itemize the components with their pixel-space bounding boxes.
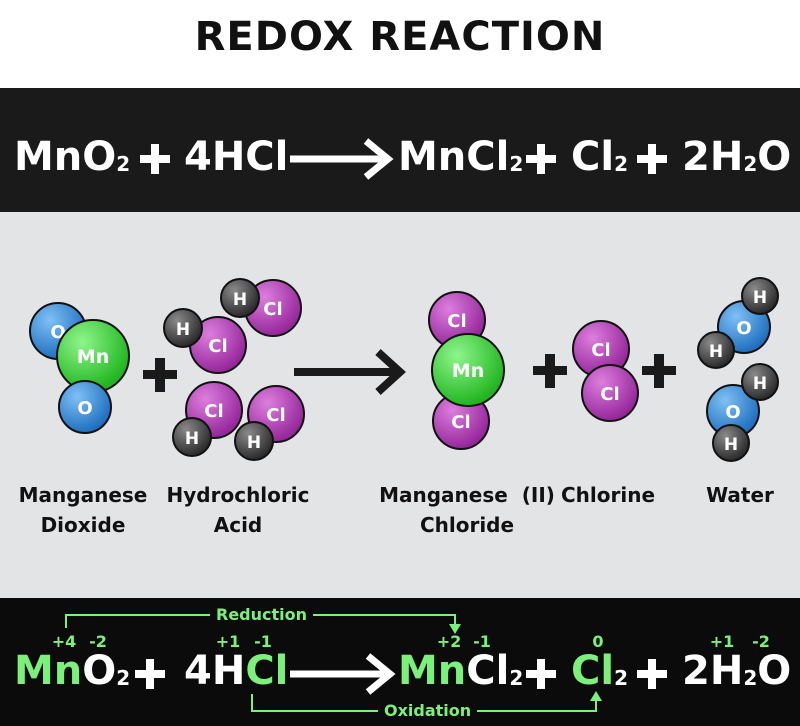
svg-text:H: H — [753, 288, 767, 308]
svg-text:Cl: Cl — [208, 336, 227, 357]
svg-text:O: O — [77, 398, 92, 419]
hydrogen-atom: H — [741, 277, 779, 315]
water-molecule: O H H — [697, 277, 779, 369]
plus-icon — [637, 144, 667, 174]
svg-text:H: H — [724, 435, 738, 455]
water-molecule: O H H — [706, 363, 779, 462]
label-manganese-chloride: Manganese (II)Chloride — [379, 483, 555, 537]
cl2-molecule: Cl Cl — [572, 320, 639, 422]
arrow-right-icon — [294, 349, 406, 395]
hcl-molecule: Cl H — [172, 381, 243, 457]
page-title: REDOX REACTION — [194, 14, 606, 60]
svg-text:Mn: Mn — [452, 360, 484, 382]
svg-text:H: H — [233, 290, 247, 310]
svg-text:O: O — [736, 318, 751, 339]
svg-text:O: O — [725, 402, 740, 423]
chlorine-atom: Cl — [432, 392, 490, 450]
svg-text:Cl: Cl — [263, 299, 282, 320]
plus-icon — [143, 358, 177, 392]
oxygen-atom: O — [58, 380, 112, 434]
arrow-right-icon — [290, 138, 394, 180]
hydrogen-atom: H — [220, 278, 260, 318]
redox-eq-cl2: Cl2 — [571, 648, 628, 694]
eq-mno2: MnO2 — [14, 134, 131, 180]
svg-text:Cl: Cl — [266, 405, 285, 426]
svg-text:Cl: Cl — [451, 412, 470, 433]
label-water: Water — [706, 483, 774, 507]
svg-text:Cl: Cl — [600, 384, 619, 405]
ox-state-o-right: -2 — [752, 632, 770, 651]
redox-eq-2h2o: 2H2O — [682, 648, 792, 694]
top-equation-band — [0, 88, 800, 212]
redox-eq-mno2: MnO2 — [14, 648, 131, 694]
manganese-atom: Mn — [56, 319, 130, 393]
redox-eq-mncl2: MnCl2 — [398, 648, 524, 694]
ox-state-cl-left: -1 — [254, 632, 272, 651]
oxygen-atom: O — [706, 384, 760, 438]
plus-icon — [526, 144, 556, 174]
hcl-molecule: Cl H — [234, 385, 305, 461]
svg-text:H: H — [709, 342, 723, 362]
ox-state-mn-left: +4 — [51, 632, 77, 651]
ox-state-mn-right: +2 — [436, 632, 462, 651]
ox-state-cl-right: -1 — [473, 632, 491, 651]
mno2-molecule: O Mn O — [29, 302, 130, 434]
hcl-molecule: Cl H — [163, 308, 247, 374]
eq-cl2: Cl2 — [571, 134, 628, 180]
plus-icon — [642, 354, 676, 388]
oxidation-label: Oxidation — [378, 701, 478, 720]
plus-icon — [533, 354, 567, 388]
ox-state-h-right: +1 — [709, 632, 735, 651]
eq-4hcl: 4HCl — [184, 134, 289, 180]
svg-text:Cl: Cl — [204, 401, 223, 422]
hydrogen-atom: H — [163, 308, 203, 348]
label-chlorine: Chlorine — [560, 483, 656, 507]
eq-2h2o: 2H2O — [682, 134, 792, 180]
reduction-arrowhead-icon — [449, 624, 461, 634]
svg-text:Cl: Cl — [447, 311, 466, 332]
ox-state-o-left: -2 — [89, 632, 107, 651]
hydrogen-atom: H — [697, 331, 735, 369]
hydrogen-atom: H — [172, 417, 212, 457]
hydrogen-atom: H — [741, 363, 779, 401]
plus-icon — [135, 659, 165, 689]
ox-state-h-left: +1 — [215, 632, 241, 651]
molecule-panel — [0, 212, 800, 598]
hydrogen-atom: H — [234, 421, 274, 461]
plus-icon — [140, 144, 170, 174]
svg-text:H: H — [176, 320, 190, 340]
redox-eq-4hcl: 4HCl — [184, 648, 289, 694]
svg-text:Cl: Cl — [591, 340, 610, 361]
oxidation-arrowhead-icon — [590, 691, 602, 701]
svg-text:H: H — [247, 433, 261, 453]
hydrogen-atom: H — [712, 424, 750, 462]
hcl-molecule: Cl H — [220, 278, 302, 337]
plus-icon — [526, 659, 556, 689]
svg-text:H: H — [753, 374, 767, 394]
arrow-right-icon — [290, 653, 396, 695]
eq-mncl2: MnCl2 — [398, 134, 524, 180]
plus-icon — [637, 659, 667, 689]
manganese-atom: Mn — [431, 333, 505, 407]
svg-text:Mn: Mn — [77, 346, 109, 368]
chlorine-atom: Cl — [581, 364, 639, 422]
ox-state-cl2: 0 — [592, 632, 604, 651]
mncl2-molecule: Cl Cl Mn — [428, 291, 505, 450]
svg-text:H: H — [185, 429, 199, 449]
reduction-label: Reduction — [210, 605, 314, 624]
chlorine-atom: Cl — [189, 316, 247, 374]
